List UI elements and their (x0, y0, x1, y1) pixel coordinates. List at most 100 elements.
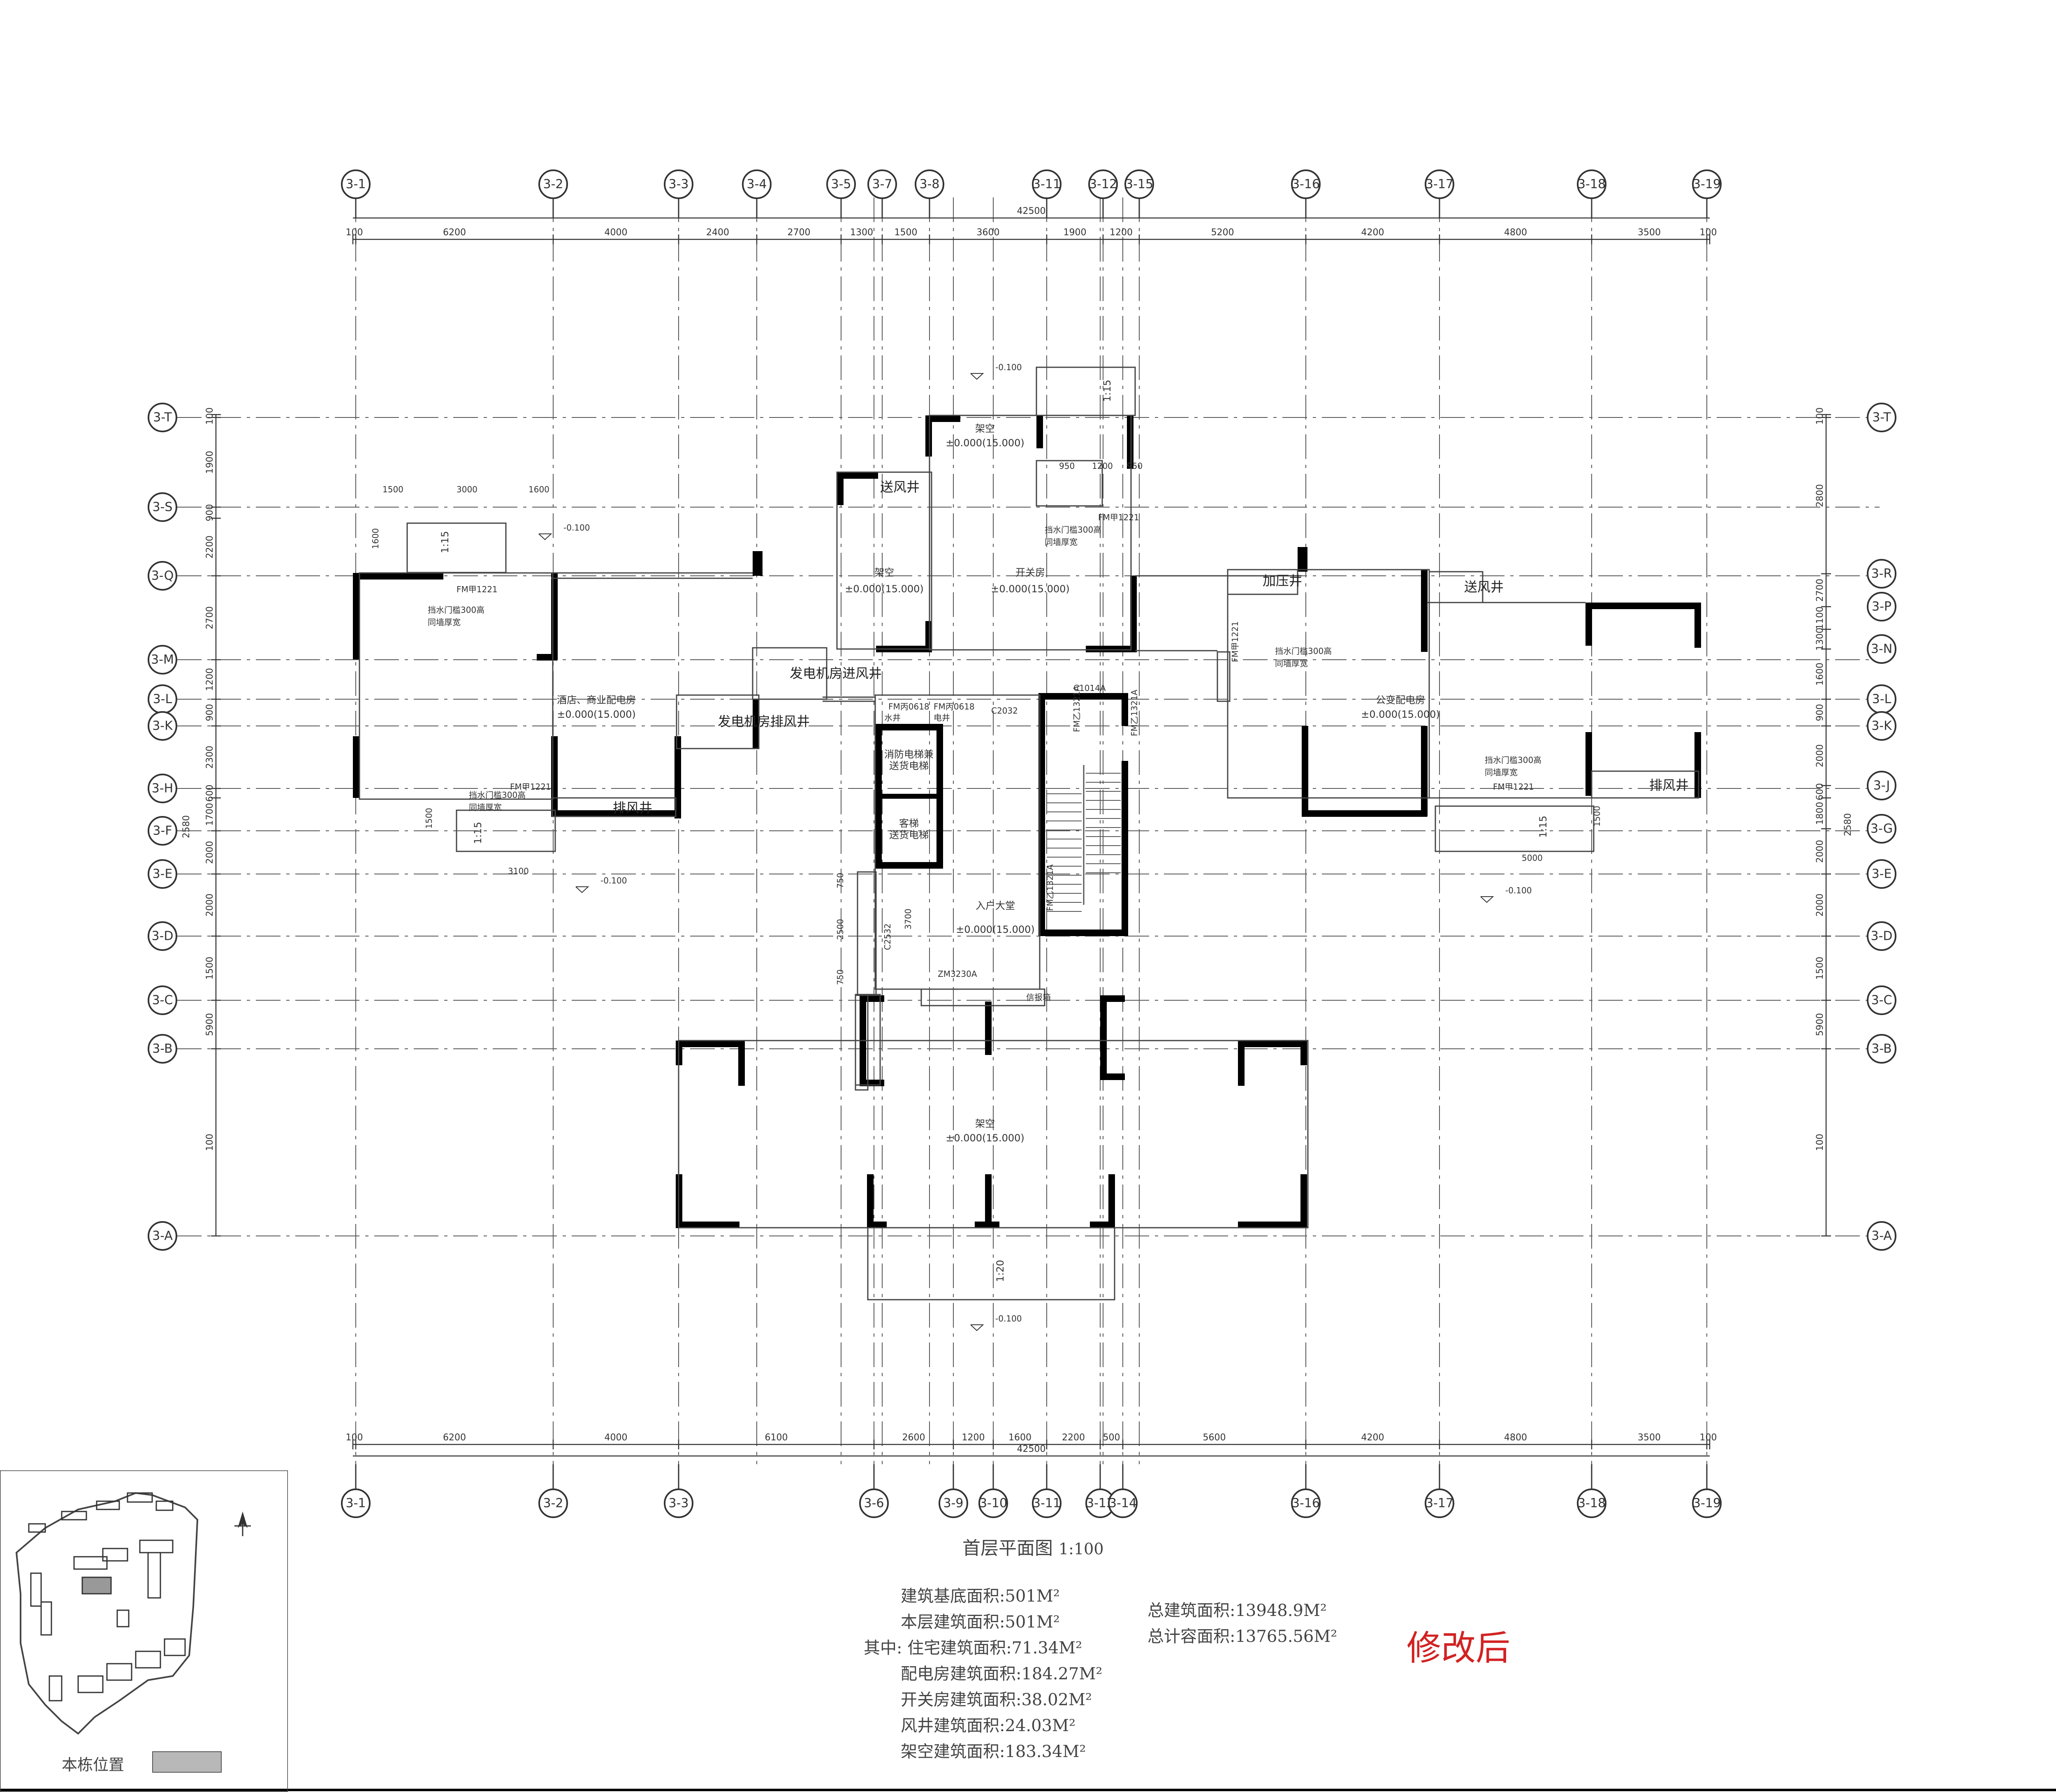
dim-total: 42500 (1017, 1444, 1046, 1454)
axis-bubble-top: 3-5 (826, 169, 856, 199)
ramp-slope: 1:20 (994, 1260, 1006, 1282)
svg-text:3-K: 3-K (1871, 719, 1892, 733)
svg-text:3-C: 3-C (152, 993, 173, 1008)
area-value: 38.02M² (1021, 1690, 1092, 1709)
axis-bubble-right: 3-A (1867, 1221, 1896, 1251)
area-label: 开关房建筑面积: (901, 1690, 1022, 1709)
axis-bubble-left: 3-H (148, 774, 177, 803)
dim-label: 2000 (205, 894, 215, 917)
axis-bubble-top: 3-1 (341, 169, 371, 199)
dim-label: 1500 (1815, 957, 1825, 980)
room-gen-exhaust: 发电机房排风井 (718, 714, 810, 729)
dim-label: 600 (205, 785, 215, 802)
svg-text:3-16: 3-16 (1292, 177, 1320, 192)
svg-text:3-K: 3-K (152, 719, 173, 733)
level-mark: -0.100 (563, 523, 590, 533)
room-void-bottom: 架空 (975, 1118, 995, 1129)
area-row: 配电房建筑面积:184.27M² (864, 1661, 1102, 1687)
axis-bubble-top: 3-16 (1291, 169, 1321, 199)
axis-bubble-right: 3-C (1867, 985, 1896, 1015)
axis-bubble-right: 3-P (1867, 592, 1896, 621)
total-row: 总计容面积:13765.56M² (1147, 1624, 1337, 1650)
room-void-mid: 架空 (975, 423, 995, 434)
svg-text:3-H: 3-H (152, 781, 173, 796)
dim-label: 5600 (1203, 1433, 1226, 1443)
area-value: 501M² (1005, 1613, 1060, 1632)
dim-label: 2700 (788, 227, 811, 238)
dim-label: 4800 (1504, 227, 1527, 238)
dim-label: 4000 (605, 227, 628, 238)
svg-text:3-L: 3-L (153, 692, 172, 707)
dim-label: 900 (205, 704, 215, 721)
axis-bubble-right: 3-T (1867, 403, 1896, 432)
thin-outlines (359, 366, 1699, 1301)
dim-label: 4000 (605, 1433, 628, 1443)
axis-bubble-left: 3-B (148, 1034, 177, 1064)
area-row: 本层建筑面积:501M² (864, 1609, 1102, 1635)
door-code: FM甲1221 (510, 782, 551, 792)
dim-label: 100 (346, 227, 363, 238)
axis-bubble-bottom: 3-9 (939, 1488, 968, 1518)
axis-bubble-bottom: 3-2 (538, 1488, 568, 1518)
dim-label: 2600 (902, 1433, 925, 1443)
room-water-shaft: 水井 (884, 713, 901, 723)
svg-text:3-1: 3-1 (346, 177, 366, 192)
area-label: 本层建筑面积: (901, 1613, 1005, 1632)
area-value: 184.27M² (1021, 1664, 1103, 1683)
axis-bubble-left: 3-S (148, 492, 177, 522)
axis-bubble-bottom: 3-14 (1108, 1488, 1138, 1518)
door-code: FM甲1221 (1493, 782, 1534, 792)
svg-text:3-L: 3-L (1872, 692, 1891, 707)
room-left-substation-level: ±0.000(15.000) (557, 709, 636, 720)
dim-total: 42500 (1017, 206, 1046, 216)
total-value: 13765.56M² (1235, 1627, 1337, 1646)
axis-bubble-left: 3-T (148, 403, 177, 432)
dim-label: 100 (1700, 227, 1717, 238)
dim-label: 2580 (1843, 813, 1853, 836)
dim-label: 100 (1815, 408, 1825, 425)
total-row: 总建筑面积:13948.9M² (1147, 1598, 1337, 1624)
room-right-substation-level: ±0.000(15.000) (1361, 709, 1440, 720)
area-label: 架空建筑面积: (901, 1742, 1005, 1761)
flood-note-2b: 同墙厚宽 (469, 802, 502, 812)
level-mark: -0.100 (995, 1314, 1022, 1324)
svg-text:3-17: 3-17 (1426, 177, 1453, 192)
room-void-mid-level: ±0.000(15.000) (946, 437, 1025, 449)
axis-bubble-right: 3-L (1867, 684, 1896, 714)
dim-label: 600 (1815, 783, 1825, 800)
total-label: 总计容面积: (1147, 1627, 1235, 1646)
detail-dim: 3000 (457, 485, 477, 494)
svg-text:3-C: 3-C (1871, 993, 1892, 1008)
dim-label: 6100 (765, 1433, 788, 1443)
svg-text:3-2: 3-2 (543, 1496, 563, 1511)
svg-text:3-14: 3-14 (1109, 1496, 1137, 1511)
axis-bubble-left: 3-K (148, 711, 177, 741)
door-code: C2032 (991, 706, 1018, 716)
dim-label: 900 (1815, 704, 1825, 721)
svg-text:3-B: 3-B (152, 1042, 172, 1056)
axis-bubble-left: 3-E (148, 859, 177, 889)
ramp-slope: 1:15 (1101, 380, 1113, 402)
axis-bubble-right: 3-N (1867, 634, 1896, 664)
flood-note-4: 挡水门槛300高 (1275, 646, 1332, 656)
axis-bubble-left: 3-M (148, 645, 177, 675)
door-code: FM甲1221 (457, 584, 498, 594)
room-right-substation: 公变配电房 (1376, 694, 1425, 706)
area-row: 建筑基底面积:501M² (864, 1583, 1102, 1609)
dim-label: 3500 (1638, 227, 1661, 238)
door-code: FM甲1221 (1098, 512, 1139, 522)
flood-note-5: 挡水门槛300高 (1485, 755, 1541, 765)
axis-bubble-left: 3-C (148, 985, 177, 1015)
svg-text:3-18: 3-18 (1578, 177, 1606, 192)
svg-text:3-7: 3-7 (872, 177, 892, 192)
room-switch: 开关房 (1015, 567, 1045, 578)
area-row: 开关房建筑面积:38.02M² (864, 1687, 1102, 1713)
axis-bubble-top: 3-17 (1425, 169, 1454, 199)
area-row: 风井建筑面积:24.03M² (864, 1713, 1102, 1739)
dim-label: 100 (1815, 1134, 1825, 1151)
svg-text:3-E: 3-E (1872, 867, 1892, 881)
svg-text:3-M: 3-M (151, 653, 174, 667)
axis-bubble-bottom: 3-18 (1577, 1488, 1606, 1518)
